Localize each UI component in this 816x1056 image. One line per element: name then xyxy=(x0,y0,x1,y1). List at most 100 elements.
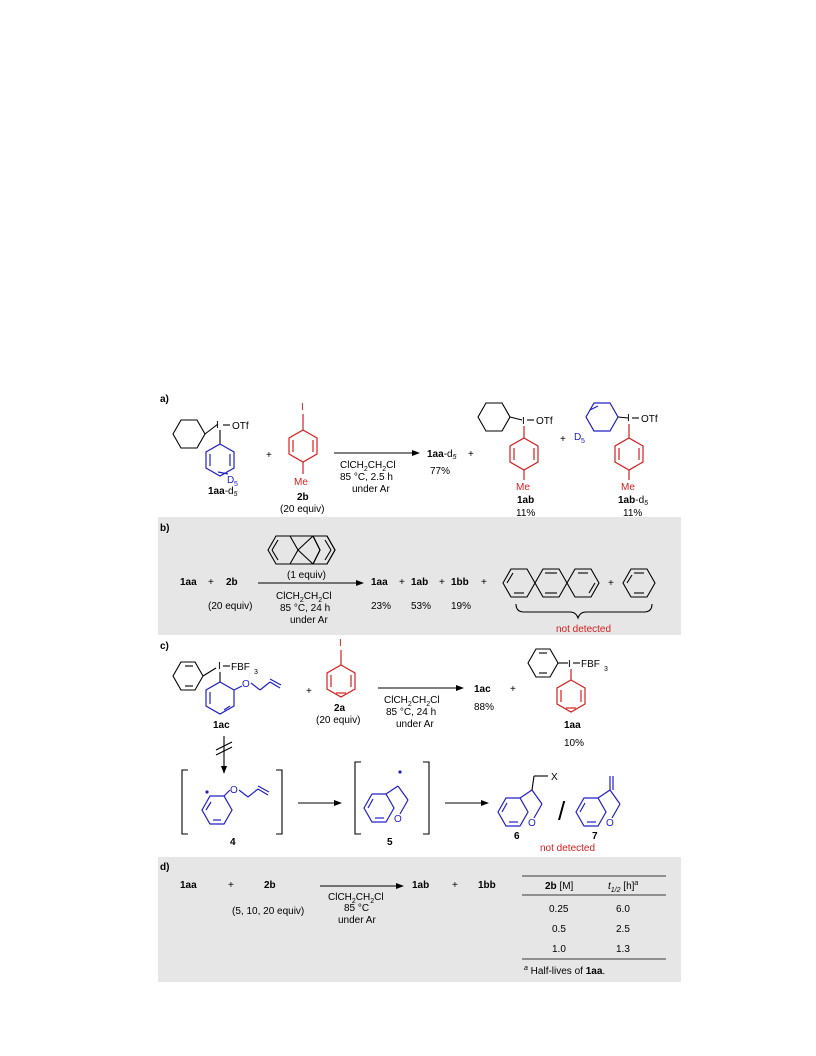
dihydroanthracene-structure xyxy=(267,535,336,565)
cond-c-atm: under Ar xyxy=(396,719,434,730)
svg-text:5: 5 xyxy=(234,481,238,488)
prod-6-structure: O X xyxy=(497,772,558,829)
d-reagent-equiv: (5, 10, 20 equiv) xyxy=(232,906,304,917)
prod-7-structure: O xyxy=(575,776,621,829)
reagent-2b-structure: I Me xyxy=(288,402,318,488)
cond-a-solvent: ClCH2CH2Cl xyxy=(340,460,396,473)
cond-b-atm: under Ar xyxy=(290,615,328,626)
prod-1aa-d5-label: 1aa-d5 xyxy=(427,449,457,461)
sm-1ac-structure: I FBF 3 O xyxy=(172,661,282,715)
panel-c-label: c) xyxy=(160,641,169,652)
sm-1ac-label: 1ac xyxy=(213,720,230,731)
c-plus-1: + xyxy=(306,686,312,697)
panel-c: c) I FBF 3 O 1ac + I xyxy=(160,638,621,854)
cond-c-temp: 85 °C, 24 h xyxy=(386,707,436,718)
svg-text:FBF: FBF xyxy=(581,659,600,670)
d-plus-2: + xyxy=(452,880,458,891)
c-prod-1ac-yield: 88% xyxy=(474,702,494,713)
half-life-table: 2b [M] t1/2 [h]a 0.25 6.0 0.5 2.5 1.0 1.… xyxy=(522,875,666,977)
panel-b-background xyxy=(158,517,681,635)
table-row-1-conc: 0.25 xyxy=(549,904,569,915)
sm-1aa-d5-structure: I OTf D 5 xyxy=(172,419,249,488)
svg-text:O: O xyxy=(242,679,250,690)
prod-1ab-d5-label: 1ab-d5 xyxy=(618,495,648,507)
b-sm-1aa: 1aa xyxy=(180,577,197,588)
b-plus-5: + xyxy=(608,578,614,589)
b-reagent-equiv: (20 equiv) xyxy=(208,601,252,612)
svg-text:O: O xyxy=(394,814,402,825)
c-bracket-5-right xyxy=(423,761,430,835)
svg-text:OTf: OTf xyxy=(232,421,249,432)
prod-1ab-d5-structure: D 5 I OTf Me xyxy=(574,402,658,493)
svg-text:I: I xyxy=(216,420,219,431)
plus-a2: + xyxy=(468,449,474,460)
panel-b: b) 1aa + 2b (20 equiv) (1 equiv) ClCH2CH… xyxy=(160,523,656,635)
int-4-label: 4 xyxy=(230,837,236,848)
table-header-concentration: 2b [M] xyxy=(545,881,574,892)
table-row-2-conc: 0.5 xyxy=(552,924,566,935)
svg-text:I: I xyxy=(339,638,342,649)
svg-text:O: O xyxy=(230,785,238,796)
reagent-2b-equiv: (20 equiv) xyxy=(280,504,324,515)
d-plus-1: + xyxy=(228,880,234,891)
b-yield-1bb: 19% xyxy=(451,601,471,612)
svg-text:Me: Me xyxy=(294,477,308,488)
cond-a-temp: 85 °C, 2.5 h xyxy=(340,472,393,483)
svg-text:O: O xyxy=(528,818,536,829)
b-plus-1: + xyxy=(208,577,214,588)
b-reagent-2b: 2b xyxy=(226,577,238,588)
panel-d: d) 1aa + 2b (5, 10, 20 equiv) ClCH2CH2Cl… xyxy=(160,862,666,977)
plus-a1: + xyxy=(266,450,272,461)
c-prod-1ac: 1ac xyxy=(474,684,491,695)
cond-b-temp: 85 °C, 24 h xyxy=(280,603,330,614)
svg-text:I: I xyxy=(301,402,304,413)
prod-1ab-yield: 11% xyxy=(516,508,535,519)
svg-text:OTf: OTf xyxy=(641,414,658,425)
reagent-2a-equiv: (20 equiv) xyxy=(316,715,360,726)
sm-1aa-d5-label: 1aa-d5 xyxy=(208,486,238,498)
svg-text:Me: Me xyxy=(516,482,530,493)
d-prod-1bb: 1bb xyxy=(478,880,496,891)
cond-d-temp: 85 °C xyxy=(344,903,369,914)
prod-1aa-d5-yield: 77% xyxy=(430,466,450,477)
b-prod-1bb: 1bb xyxy=(451,577,469,588)
c-prod-1aa-yield: 10% xyxy=(564,738,584,749)
table-header-half-life: t1/2 [h]a xyxy=(608,880,638,894)
b-brace xyxy=(515,603,653,620)
c-bracket-4-right xyxy=(276,769,283,835)
svg-text:Me: Me xyxy=(621,482,635,493)
svg-text:3: 3 xyxy=(254,669,258,676)
prod-1ab-structure: I OTf Me xyxy=(477,402,553,493)
cond-d-atm: under Ar xyxy=(338,915,376,926)
table-footnote: a Half-lives of 1aa. xyxy=(524,965,605,977)
b-additive-equiv: (1 equiv) xyxy=(287,570,326,581)
cond-a-atm: under Ar xyxy=(352,484,390,495)
panel-d-label: d) xyxy=(160,862,169,873)
svg-text:3: 3 xyxy=(604,666,608,673)
table-row-1-t: 6.0 xyxy=(616,904,630,915)
prod-7-label: 7 xyxy=(592,831,598,842)
svg-text:O: O xyxy=(606,818,614,829)
cond-b-solvent: ClCH2CH2Cl xyxy=(276,591,332,604)
anthracene-structure xyxy=(502,568,600,598)
c-not-detected: not detected xyxy=(540,843,595,854)
svg-text:OTf: OTf xyxy=(536,416,553,427)
b-prod-1aa: 1aa xyxy=(371,577,388,588)
b-prod-1ab: 1ab xyxy=(411,577,428,588)
svg-text:D: D xyxy=(227,475,234,486)
svg-text:D: D xyxy=(574,432,581,443)
c-bracket-5-left xyxy=(354,761,361,835)
d-sm-1aa: 1aa xyxy=(180,880,197,891)
int-5-label: 5 xyxy=(387,837,393,848)
panel-b-label: b) xyxy=(160,523,169,534)
table-row-2-t: 2.5 xyxy=(616,924,630,935)
b-yield-1ab: 53% xyxy=(411,601,431,612)
prod-6-label: 6 xyxy=(514,831,520,842)
prod-1ab-d5-yield: 11% xyxy=(623,508,642,519)
d-prod-1ab: 1ab xyxy=(412,880,429,891)
plus-a3: + xyxy=(560,434,566,445)
b-plus-4: + xyxy=(481,577,487,588)
cond-d-solvent: ClCH2CH2Cl xyxy=(328,892,384,905)
prod-1ab-label: 1ab xyxy=(517,495,534,506)
reaction-scheme-figure: a) I OTf D 5 1aa-d5 + I M xyxy=(158,390,681,982)
